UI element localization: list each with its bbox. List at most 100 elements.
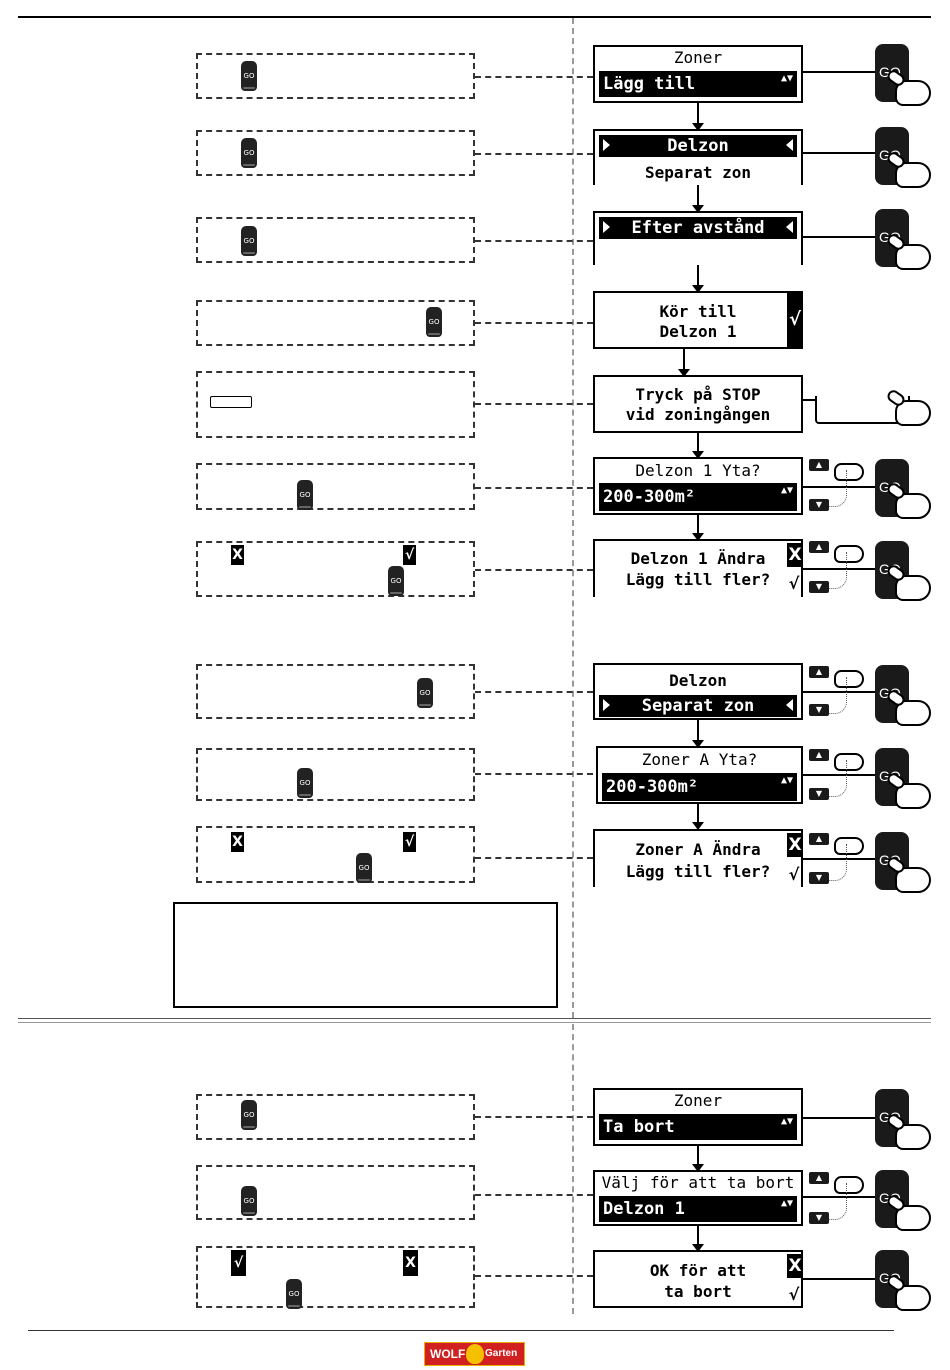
down-button-icon: ▼ — [809, 581, 829, 593]
lcd-line1: Zoner A Ändra — [635, 840, 761, 859]
connector — [475, 153, 593, 155]
lcd-selected: 200-300m² — [606, 777, 699, 797]
lcd-efter-avstand: Efter avstånd — [593, 211, 803, 265]
lcd-separat-zon: Delzon Separat zon — [593, 663, 803, 720]
confirm-check-icon: √ — [788, 865, 800, 884]
go-key-icon: GO — [388, 566, 404, 596]
go-key-icon: GO — [241, 138, 257, 168]
check-key-icon: √ — [231, 1250, 246, 1276]
connector — [475, 1275, 593, 1277]
lcd-line2: ta bort — [664, 1282, 732, 1301]
cancel-x-icon: X — [787, 543, 803, 567]
cancel-x-icon: X — [787, 833, 803, 857]
go-key-icon: GO — [426, 307, 442, 337]
go-key-icon: GO — [241, 1186, 257, 1216]
dotted-path — [822, 552, 847, 589]
lcd-valj-ta-bort: Välj för att ta bort Delzon 1 ▲▼ — [593, 1170, 803, 1226]
hand-press-icon — [895, 783, 931, 809]
lcd-zonera-yta: Zoner A Yta? 200-300m² ▲▼ — [596, 746, 803, 804]
key-connector — [803, 691, 877, 693]
step-box-6 — [196, 463, 475, 510]
down-button-icon: ▼ — [809, 1212, 829, 1224]
section-separator — [18, 1018, 931, 1019]
step-box-2 — [196, 130, 475, 176]
lcd-tryck-stop: Tryck på STOP vid zoningången — [593, 375, 803, 433]
flow-arrow — [692, 720, 704, 748]
connector — [475, 322, 593, 324]
up-button-icon: ▲ — [809, 666, 829, 678]
step-box-3 — [196, 217, 475, 263]
up-down-arrows-icon: ▲▼ — [781, 775, 794, 786]
lcd-kor-till: Kör till Delzon 1 √ — [593, 291, 803, 349]
lcd-title: Välj för att ta bort — [601, 1173, 795, 1192]
hand-press-icon — [895, 162, 931, 188]
dotted-path — [822, 760, 847, 797]
hand-press-icon — [895, 575, 931, 601]
lcd-line2: Lägg till fler? — [625, 862, 771, 881]
hand-press-icon — [895, 1205, 931, 1231]
lcd-selected: Ta bort — [603, 1117, 675, 1137]
key-connector — [803, 858, 877, 860]
lcd-title: Delzon 1 Yta? — [635, 461, 761, 480]
lcd-line1: OK för att — [649, 1261, 747, 1280]
flow-arrow — [692, 185, 704, 213]
right-triangle-icon — [786, 139, 793, 151]
connector — [475, 240, 593, 242]
hand-press-icon — [895, 867, 931, 893]
connector — [475, 1194, 593, 1196]
flow-arrow — [678, 349, 690, 377]
dotted-path — [822, 1183, 847, 1220]
right-triangle-icon — [786, 221, 793, 233]
key-connector — [803, 486, 877, 488]
lcd-line1: Delzon 1 Ändra — [630, 549, 766, 568]
flow-arrow — [692, 1146, 704, 1172]
hand-press-icon — [895, 700, 931, 726]
right-triangle-icon — [786, 699, 793, 711]
lcd-zonera-andra: Zoner A Ändra Lägg till fler? X √ — [593, 829, 803, 887]
wolf-garten-logo: WOLF Garten — [424, 1342, 525, 1366]
key-connector — [803, 236, 877, 238]
lcd-title: Zoner A Yta? — [641, 750, 758, 769]
left-triangle-icon — [603, 221, 610, 233]
lcd-selected: Delzon 1 — [603, 1199, 685, 1219]
go-key-icon: GO — [356, 853, 372, 883]
wolf-head-icon — [466, 1344, 484, 1364]
top-rule — [18, 16, 931, 18]
lcd-selected: Efter avstånd — [631, 218, 765, 238]
up-down-arrows-icon: ▲▼ — [781, 1198, 794, 1209]
hand-press-icon — [895, 1124, 931, 1150]
hand-press-icon — [895, 1285, 931, 1311]
key-connector — [803, 152, 877, 154]
key-connector — [803, 568, 877, 570]
up-button-icon: ▲ — [809, 541, 829, 553]
down-button-icon: ▼ — [809, 704, 829, 716]
lcd-line1: Kör till — [659, 302, 737, 321]
up-button-icon: ▲ — [809, 1172, 829, 1184]
note-box — [173, 902, 558, 1008]
go-key-icon: GO — [241, 61, 257, 91]
dotted-path — [822, 470, 847, 507]
down-button-icon: ▼ — [809, 872, 829, 884]
check-key-icon: √ — [403, 832, 416, 852]
lcd-selected: Delzon — [667, 136, 729, 156]
section-separator-2 — [18, 1022, 931, 1023]
up-button-icon: ▲ — [809, 833, 829, 845]
lcd-selected: Lägg till — [603, 74, 696, 94]
go-key-icon: GO — [241, 1100, 257, 1130]
key-connector — [803, 774, 877, 776]
lcd-title: Zoner — [673, 1091, 723, 1110]
dotted-path — [822, 677, 847, 714]
x-key-icon: X — [231, 832, 244, 852]
go-key-icon: GO — [286, 1279, 302, 1309]
flow-arrow — [692, 433, 704, 459]
go-key-icon: GO — [417, 678, 433, 708]
key-connector — [803, 1278, 877, 1280]
x-key-icon: X — [231, 545, 244, 565]
connector — [475, 773, 593, 775]
column-divider — [572, 18, 574, 1018]
step-box-1 — [196, 53, 475, 99]
lcd-title: Zoner — [673, 48, 723, 67]
connector — [475, 76, 593, 78]
up-down-arrows-icon: ▲▼ — [781, 1116, 794, 1127]
key-connector — [803, 1117, 877, 1119]
